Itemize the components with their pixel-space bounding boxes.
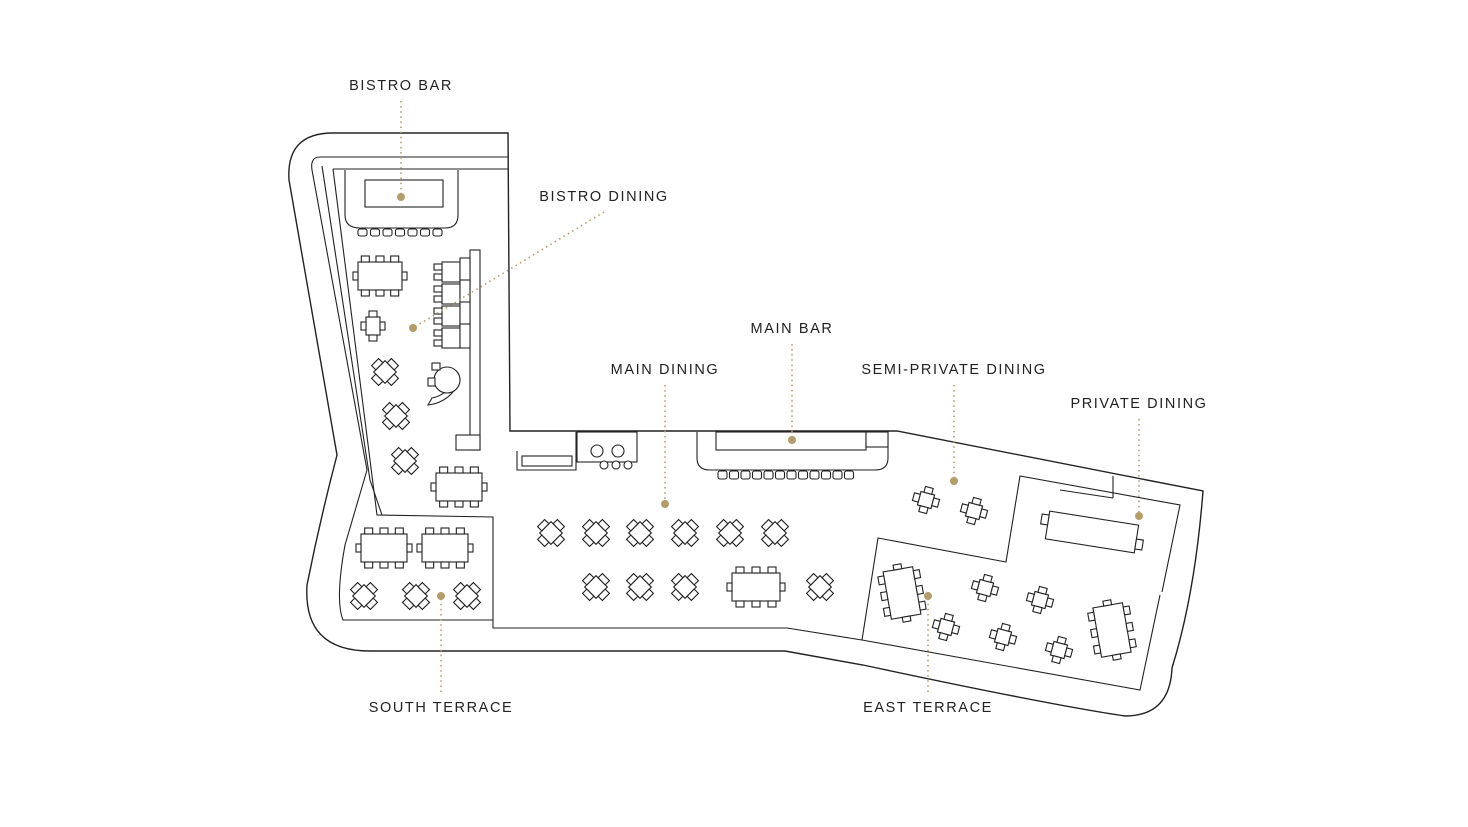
east-terrace-table bbox=[1087, 599, 1137, 661]
pin-main-dining bbox=[661, 500, 669, 508]
pin-semi-private-dining bbox=[950, 477, 958, 485]
bistro-table bbox=[360, 310, 386, 342]
zone-label-main-bar: MAIN BAR bbox=[750, 321, 834, 337]
main-dining-table bbox=[625, 572, 655, 602]
zone-label-semi-private-dining: SEMI-PRIVATE DINING bbox=[861, 362, 1047, 378]
east-terrace-table bbox=[970, 573, 1000, 603]
building-outline bbox=[288, 132, 1204, 717]
semi-private-table bbox=[911, 485, 941, 515]
bistro-table bbox=[381, 401, 411, 431]
semi-private-table bbox=[959, 496, 989, 526]
pin-main-bar bbox=[788, 436, 796, 444]
zone-label-main-dining: MAIN DINING bbox=[610, 362, 720, 378]
bistro-bar-stools bbox=[357, 228, 443, 237]
service-station bbox=[516, 431, 638, 471]
zone-label-east-terrace: EAST TERRACE bbox=[863, 700, 993, 716]
pin-south-terrace bbox=[437, 592, 445, 600]
pin-bistro-dining bbox=[409, 324, 417, 332]
pin-east-terrace bbox=[924, 592, 932, 600]
zone-label-bistro-dining: BISTRO DINING bbox=[539, 189, 669, 205]
interior-wall bbox=[321, 165, 1114, 516]
south-terrace-table bbox=[355, 527, 413, 569]
pin-private-dining bbox=[1135, 512, 1143, 520]
bistro-table bbox=[370, 357, 400, 387]
bistro-table bbox=[352, 255, 408, 297]
main-dining-table bbox=[581, 572, 611, 602]
south-terrace-table bbox=[452, 581, 482, 611]
pin-bistro-bar bbox=[397, 193, 405, 201]
east-terrace-table bbox=[1044, 635, 1074, 665]
main-dining-table bbox=[670, 518, 700, 548]
east-terrace-table bbox=[877, 563, 927, 623]
private-dining-table bbox=[1040, 510, 1144, 554]
interior-wall bbox=[332, 168, 1181, 691]
south-terrace-table bbox=[416, 527, 474, 569]
east-terrace-table bbox=[1025, 585, 1055, 615]
south-terrace-table bbox=[401, 581, 431, 611]
main-dining-table bbox=[726, 566, 786, 608]
main-dining-table bbox=[670, 572, 700, 602]
main-dining-table bbox=[581, 518, 611, 548]
main-dining-table bbox=[715, 518, 745, 548]
main-dining-table bbox=[625, 518, 655, 548]
bistro-table bbox=[430, 466, 488, 508]
main-dining-table bbox=[760, 518, 790, 548]
south-terrace-table bbox=[349, 581, 379, 611]
bistro-banquette bbox=[426, 249, 481, 451]
zone-label-bistro-bar: BISTRO BAR bbox=[349, 78, 453, 94]
bistro-table bbox=[390, 446, 420, 476]
building-inner-outline bbox=[311, 156, 508, 621]
main-dining-table bbox=[536, 518, 566, 548]
bistro-booths bbox=[433, 257, 471, 349]
east-terrace-table bbox=[931, 612, 961, 642]
east-terrace-table bbox=[988, 622, 1018, 652]
zone-label-south-terrace: SOUTH TERRACE bbox=[368, 700, 514, 716]
zone-label-private-dining: PRIVATE DINING bbox=[1070, 396, 1208, 412]
main-bar-stools bbox=[717, 470, 855, 480]
main-dining-table bbox=[805, 572, 835, 602]
